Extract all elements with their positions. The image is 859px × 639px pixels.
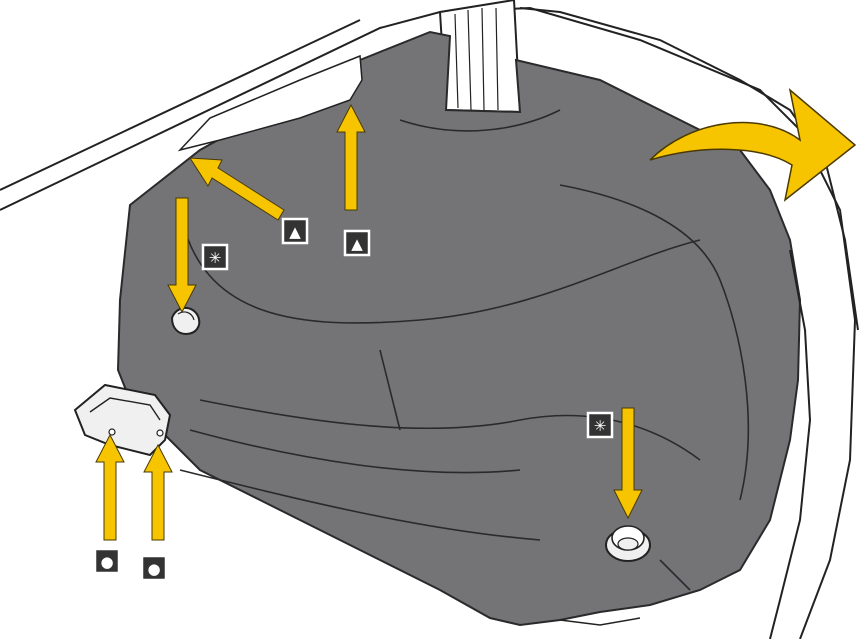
svg-text:●: ● — [100, 553, 113, 571]
svg-text:●: ● — [147, 560, 160, 578]
bracket-icon — [75, 385, 170, 455]
lower-body-edge — [560, 618, 640, 625]
triangle-marker: ▲ — [283, 219, 307, 243]
svg-text:▲: ▲ — [351, 235, 363, 253]
seat-belt — [440, 0, 520, 112]
push-clip-icon — [172, 308, 199, 334]
svg-text:✳: ✳ — [209, 249, 222, 267]
circle-marker: ● — [142, 556, 166, 580]
svg-text:▲: ▲ — [289, 223, 301, 241]
asterisk-marker: ✳ — [203, 245, 227, 269]
svg-text:✳: ✳ — [594, 417, 607, 435]
circle-marker: ● — [95, 549, 119, 573]
asterisk-marker: ✳ — [588, 413, 612, 437]
triangle-marker: ▲ — [345, 231, 369, 255]
